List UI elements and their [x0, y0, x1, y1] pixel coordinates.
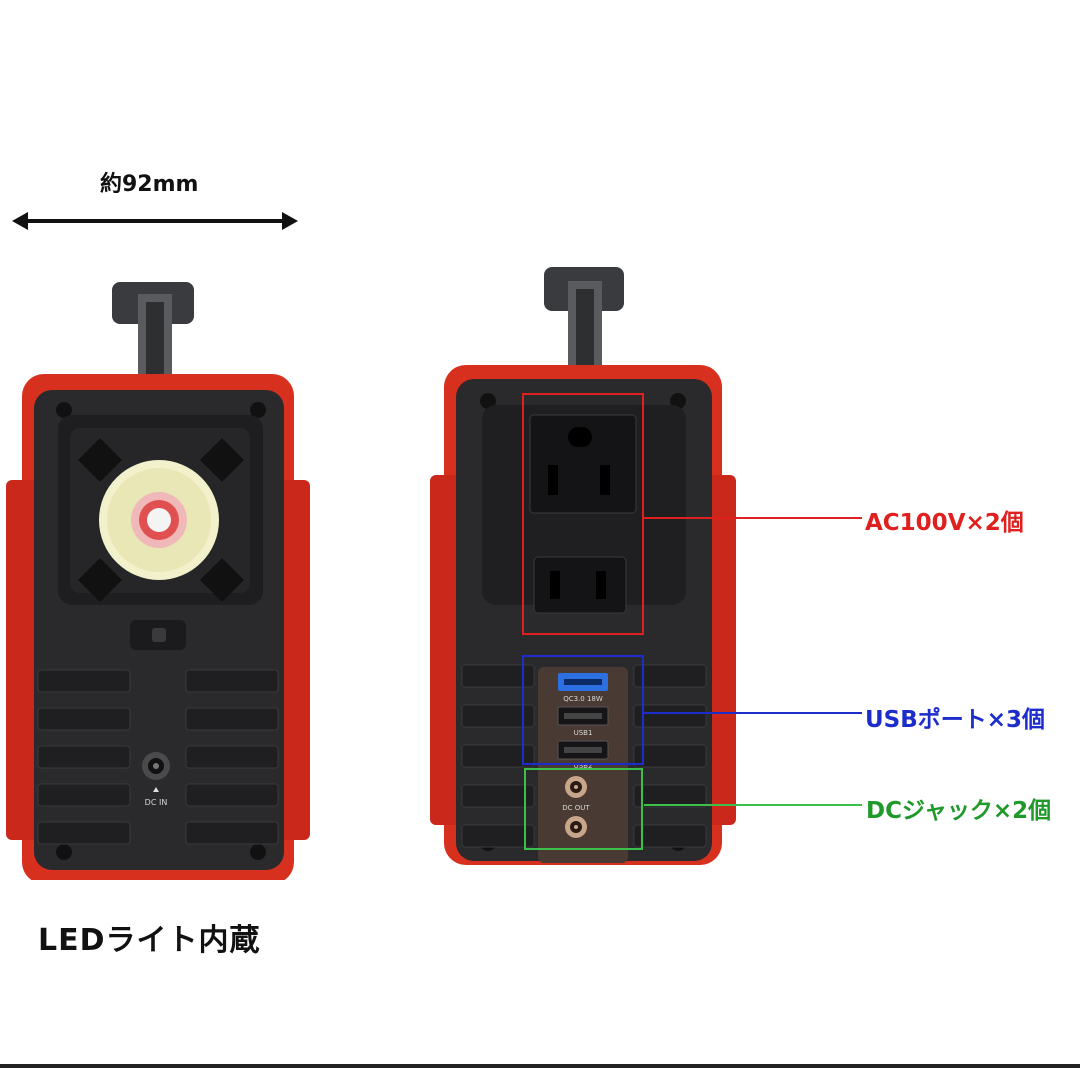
led-caption: LEDライト内蔵	[38, 923, 261, 958]
left-handle	[112, 282, 194, 384]
dc-in-label: DC IN	[145, 798, 168, 807]
dc-highlight-box	[524, 768, 643, 850]
usb-callout-label: USBポート×3個	[865, 707, 1046, 733]
usb-port-1-icon	[557, 706, 609, 726]
ac-outlet-2-icon	[533, 556, 627, 614]
bottom-divider	[0, 1064, 1080, 1068]
usb2-label: USB2	[574, 762, 593, 770]
dc-out-jack-icon	[565, 776, 587, 798]
right-device: QC3.0 18W USB1 USB2 DC OUT	[430, 267, 736, 865]
ac-outlet-icon	[529, 414, 637, 514]
usb-highlight-box	[522, 655, 644, 765]
usb-port-qc-icon	[558, 673, 608, 691]
left-device: DC IN	[6, 282, 310, 880]
dimension-arrow	[12, 212, 298, 230]
usb-port-2-icon	[557, 740, 609, 760]
dc-out-label: DC OUT	[562, 804, 590, 812]
usb1-label: USB1	[574, 729, 593, 737]
ac-highlight-box	[522, 393, 644, 635]
callout-lines	[644, 517, 862, 806]
dc-callout-label: DCジャック×2個	[866, 798, 1052, 824]
usb-qc-label: QC3.0 18W	[563, 695, 603, 703]
ac-callout-label: AC100V×2個	[865, 510, 1024, 536]
dc-in-port-icon	[142, 752, 170, 780]
dimension-label: 約92mm	[100, 172, 199, 197]
dc-out-jack-2-icon	[565, 816, 587, 838]
led-light-icon	[99, 460, 219, 580]
right-handle	[544, 267, 624, 373]
